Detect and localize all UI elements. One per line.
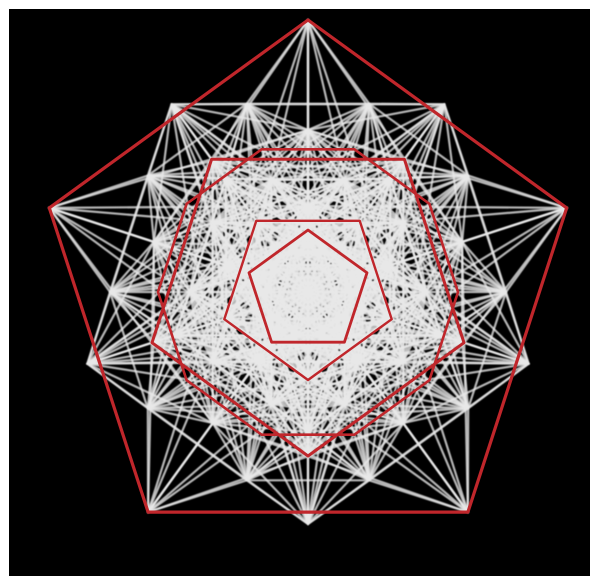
white-edge <box>468 364 528 409</box>
white-edge <box>172 104 247 105</box>
white-edge <box>369 104 444 105</box>
white-edge <box>226 179 272 180</box>
white-edge <box>87 364 147 409</box>
